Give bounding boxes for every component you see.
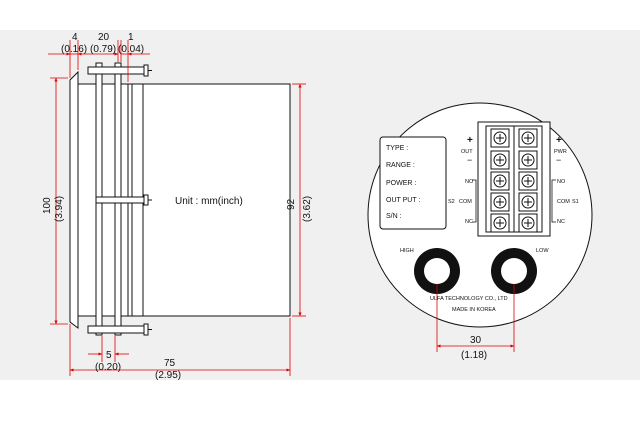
dim-5-mm: 5 [106, 350, 112, 361]
side-view [69, 62, 291, 336]
dim-20-in: (0.79) [90, 44, 116, 55]
info-field-power: POWER : [386, 180, 416, 187]
relay-s2-com: COM [459, 199, 472, 205]
relay-bracket-right [551, 179, 556, 223]
made-in: MADE IN KOREA [452, 307, 496, 313]
info-field-serial: S/N : [386, 213, 402, 220]
dim-30-mm: 30 [470, 335, 482, 346]
low-label: LOW [536, 248, 549, 254]
pwr-minus-sign: − [556, 155, 561, 165]
terminal-screw-icon [518, 171, 538, 191]
dim-75-in: (2.95) [155, 370, 181, 381]
dim-30-in: (1.18) [461, 350, 487, 361]
relay-s1-com: COM [557, 199, 570, 205]
dim-92-mm: 92 [286, 198, 297, 210]
dim-75-mm: 75 [164, 358, 176, 369]
out-label: OUT [461, 149, 473, 155]
terminal-screw-icon [490, 213, 510, 233]
out-minus-sign: − [467, 155, 472, 165]
relay-s1-nc: NC [557, 219, 565, 225]
terminal-screw-icon [518, 213, 538, 233]
front-bezel [69, 70, 79, 329]
relay-s2-no: NO [465, 179, 474, 185]
terminal-screws [490, 128, 538, 233]
mounting-screw-bottom [87, 323, 152, 336]
dim-1-mm: 1 [128, 32, 134, 43]
terminal-screw-icon [490, 128, 510, 148]
terminal-screw-icon [518, 150, 538, 170]
side-view-dimensions [48, 40, 306, 376]
dim-100-mm: 100 [42, 197, 53, 214]
dim-100-in: (3.94) [54, 196, 65, 222]
info-field-output: OUT PUT : [386, 197, 420, 204]
pwr-plus-sign: + [556, 135, 562, 146]
company-name: ULFA TECHNOLOGY CO., LTD [430, 296, 508, 302]
info-label-box [379, 136, 447, 230]
dim-92-in: (3.62) [302, 196, 313, 222]
pwr-label: PWR [554, 149, 567, 155]
info-field-type: TYPE : [386, 145, 408, 152]
dim-4-mm: 4 [72, 32, 78, 43]
info-fields: TYPE : RANGE : POWER : OUT PUT : S/N : [386, 145, 420, 220]
relay-s2-nc: NC [465, 219, 473, 225]
dim-20-mm: 20 [98, 32, 110, 43]
dim-1-in: (0.04) [118, 44, 144, 55]
terminal-screw-icon [518, 192, 538, 212]
terminal-screw-icon [490, 150, 510, 170]
port-high [414, 248, 460, 294]
relay-s1-no: NO [557, 179, 566, 185]
relay-s2-name: S2 [448, 199, 455, 205]
terminal-screw-icon [518, 128, 538, 148]
rear-view-dimension [436, 284, 515, 352]
terminal-screw-icon [490, 192, 510, 212]
port-low [491, 248, 537, 294]
dim-4-in: (0.16) [61, 44, 87, 55]
unit-label: Unit : mm(inch) [175, 196, 243, 207]
info-field-range: RANGE : [386, 162, 415, 169]
dim-5-in: (0.20) [95, 362, 121, 373]
out-plus-sign: + [467, 135, 473, 146]
mounting-screw-top [87, 64, 152, 77]
relay-s1-name: S1 [572, 199, 579, 205]
relay-bracket-left [472, 179, 477, 223]
terminal-screw-icon [490, 171, 510, 191]
high-label: HIGH [400, 248, 414, 254]
mounting-screw-middle [95, 194, 152, 206]
